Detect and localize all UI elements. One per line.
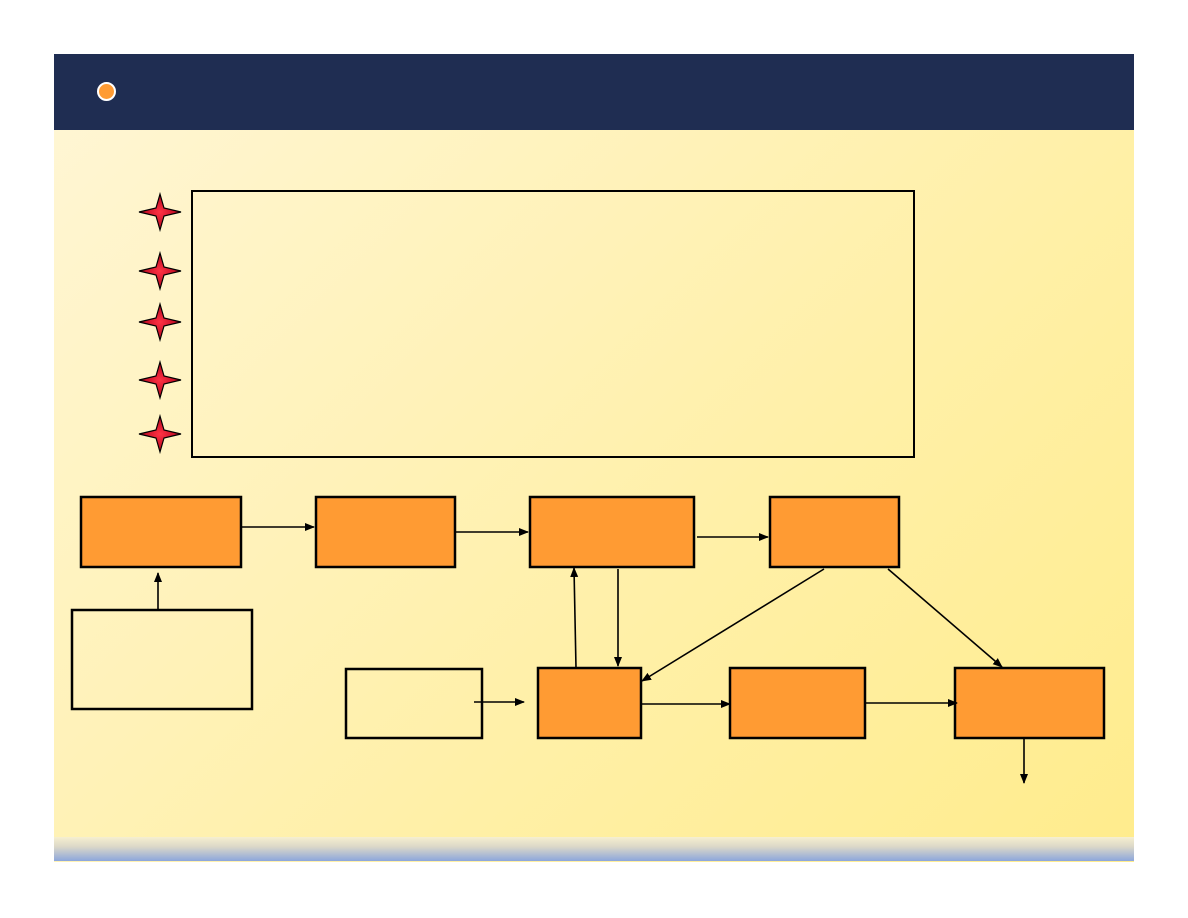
footer-bar [54,837,1134,861]
node-n7 [536,666,643,740]
node-n1 [79,495,243,569]
node-n5 [70,608,254,711]
node-n9 [953,666,1106,740]
edge-n4-n7 [641,568,825,682]
star-bullet-icon [138,413,182,455]
node-n8 [728,666,867,740]
edge-n4-n9 [887,568,1003,668]
node-n4 [768,495,901,569]
node-n2 [314,495,457,569]
star-bullet-icon [138,301,182,343]
star-bullet-icon [138,250,182,292]
node-n3 [528,495,696,569]
star-bullet-icon [138,359,182,401]
title-bar [54,54,1134,130]
edge-n7-n3 [570,567,579,669]
title-bullet-icon [97,82,116,101]
star-bullet-icon [138,191,182,233]
node-n6 [344,667,484,740]
bullet-text-box [191,190,915,458]
